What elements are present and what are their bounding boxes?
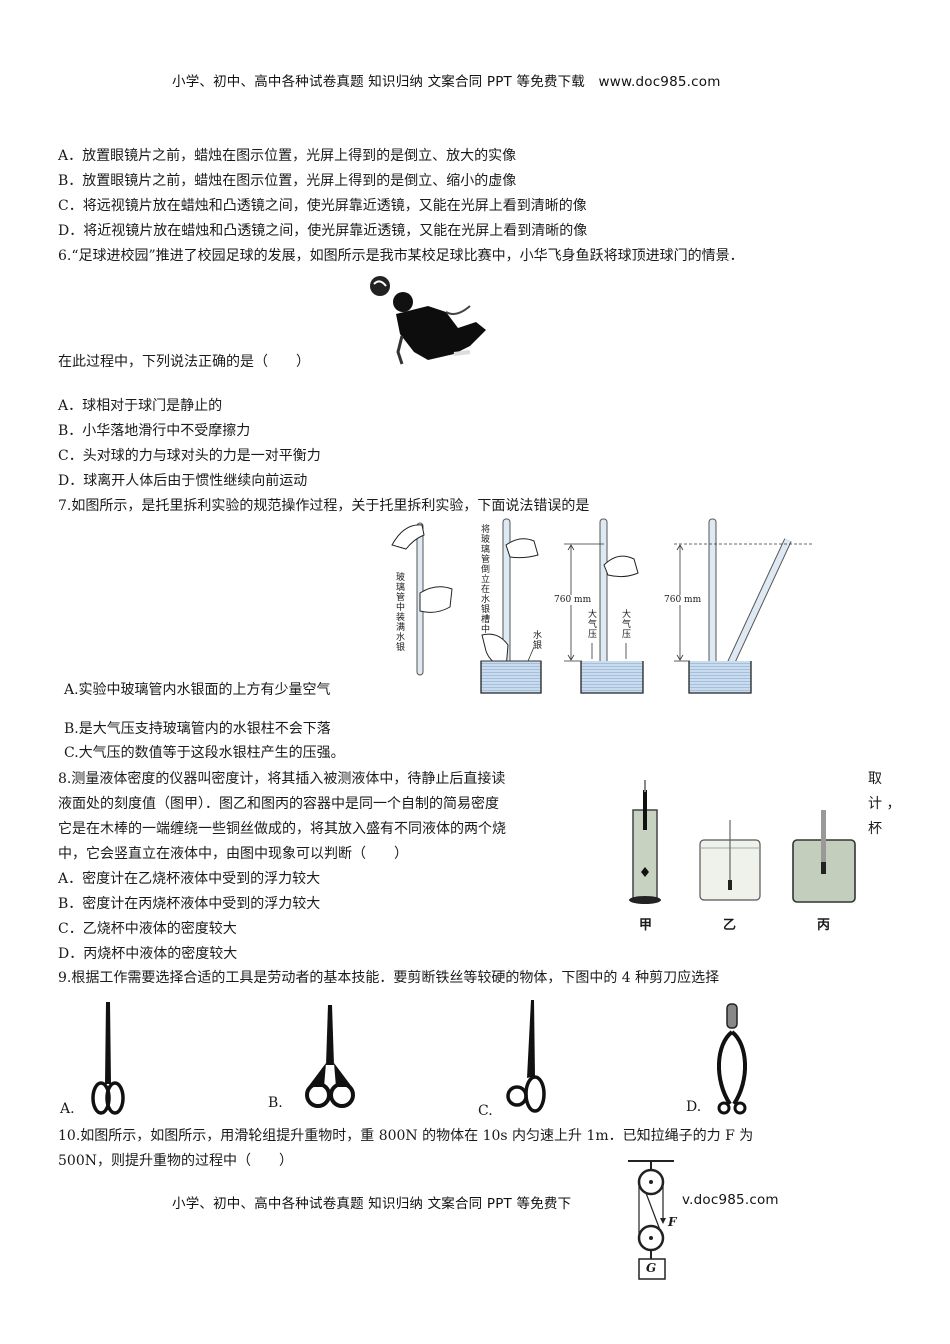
q8-option-d: D．丙烧杯中液体的密度较大 [58, 946, 238, 962]
label-bing: 丙 [817, 918, 831, 933]
scissors-label-a: A. [60, 1101, 75, 1117]
label-mercury: 水银 [533, 631, 543, 651]
scissors-label-d: D. [686, 1099, 702, 1115]
scissors-b-figure [300, 1003, 360, 1113]
q5-option-c: C．将远视镜片放在蜡烛和凸透镜之间，使光屏靠近透镜，又能在光屏上看到清晰的像 [58, 198, 587, 214]
page-header: 小学、初中、高中各种试卷真题 知识归纳 文案合同 PPT 等免费下载 www.d… [172, 70, 721, 90]
q5-option-d: D．将近视镜片放在蜡烛和凸透镜之间，使光屏靠近透镜，又能在光屏上看到清晰的像 [58, 223, 588, 239]
torricelli-figure: 玻璃管中装满水银 将玻璃管倒立在水银槽中 水银 大气压 大气压 760 mm 7… [378, 515, 818, 700]
q7-option-b: B.是大气压支持玻璃管内的水银柱不会下落 [64, 721, 331, 737]
q8-option-b: B．密度计在丙烧杯液体中受到的浮力较大 [58, 896, 321, 912]
q8-side-char-2: 计 ， [868, 796, 901, 812]
scissors-label-b: B. [268, 1095, 283, 1111]
q8-line-3: 它是在木棒的一端缠绕一些铜丝做成的，将其放入盛有不同液体的两个烧 [58, 821, 506, 837]
q7-option-c: C.大气压的数值等于这段水银柱产生的压强。 [64, 745, 345, 761]
q6-option-d: D．球离开人体后由于惯性继续向前运动 [58, 473, 308, 489]
header-text: 小学、初中、高中各种试卷真题 知识归纳 文案合同 PPT 等免费下载 [172, 74, 585, 90]
footer-text: 小学、初中、高中各种试卷真题 知识归纳 文案合同 PPT 等免费下 [172, 1196, 572, 1212]
soccer-player-figure [358, 272, 508, 372]
q6-option-b: B．小华落地滑行中不受摩擦力 [58, 423, 251, 439]
q8-side-char-1: 取 [868, 771, 882, 787]
label-atm-left: 大气压 [588, 610, 598, 640]
q8-option-a: A．密度计在乙烧杯液体中受到的浮力较大 [58, 871, 321, 887]
force-label: F [668, 1215, 677, 1229]
q8-line-4: 中，它会竖直立在液体中，由图中现象可以判断（ ） [58, 846, 408, 862]
q6-stem: 6.“足球进校园”推进了校园足球的发展，如图所示是我市某校足球比赛中，小华飞身鱼… [58, 248, 744, 264]
page-footer: 小学、初中、高中各种试卷真题 知识归纳 文案合同 PPT 等免费下 [172, 1192, 571, 1212]
header-url: www.doc985.com [598, 74, 721, 90]
q9-stem: 9.根据工作需要选择合适的工具是劳动者的基本技能．要剪断铁丝等较硬的物体，下图中… [58, 970, 720, 986]
scissors-label-c: C. [478, 1103, 493, 1119]
footer-url: v.doc985.com [682, 1192, 779, 1208]
q8-side-char-3: 杯 [868, 821, 882, 837]
label-yi: 乙 [723, 918, 737, 933]
q5-option-b: B．放置眼镜片之前，蜡烛在图示位置，光屏上得到的是倒立、缩小的虚像 [58, 173, 517, 189]
weight-label: G [646, 1261, 657, 1275]
scissors-c-figure [503, 998, 553, 1116]
q10-line-1: 10.如图所示，如图所示，用滑轮组提升重物时，重 800N 的物体在 10s 内… [58, 1128, 754, 1144]
q8-line-1: 8.测量液体密度的仪器叫密度计，将其插入被测液体中，待静止后直接读 [58, 771, 506, 787]
q6-stem2: 在此过程中，下列说法正确的是（ ） [58, 354, 310, 370]
scissors-a-figure [88, 1000, 128, 1115]
wire-cutter-d-figure [712, 1000, 752, 1115]
q10-line-2: 500N，则提升重物的过程中（ ） [58, 1153, 293, 1169]
q6-option-c: C．头对球的力与球对头的力是一对平衡力 [58, 448, 321, 464]
height-label-2: 760 mm [664, 595, 702, 605]
hydrometer-figure: 甲 乙 丙 [625, 780, 860, 935]
label-atm-right: 大气压 [622, 610, 632, 640]
label-fill-mercury: 玻璃管中装满水银 [396, 573, 406, 653]
label-jia: 甲 [639, 918, 653, 933]
pulley-figure: F G [626, 1155, 677, 1285]
q8-line-2: 液面处的刻度值（图甲）．图乙和图丙的容器中是同一个自制的简易密度 [58, 796, 499, 812]
label-invert-tube: 将玻璃管倒立在水银槽中 [481, 525, 491, 635]
height-label-1: 760 mm [554, 595, 592, 605]
q6-option-a: A．球相对于球门是静止的 [58, 398, 223, 414]
q5-option-a: A．放置眼镜片之前，蜡烛在图示位置，光屏上得到的是倒立、放大的实像 [58, 148, 517, 164]
q7-option-a: A.实验中玻璃管内水银面的上方有少量空气 [64, 682, 331, 698]
q8-option-c: C．乙烧杯中液体的密度较大 [58, 921, 237, 937]
q7-stem: 7.如图所示，是托里拆利实验的规范操作过程，关于托里拆利实验，下面说法错误的是 [58, 498, 590, 514]
